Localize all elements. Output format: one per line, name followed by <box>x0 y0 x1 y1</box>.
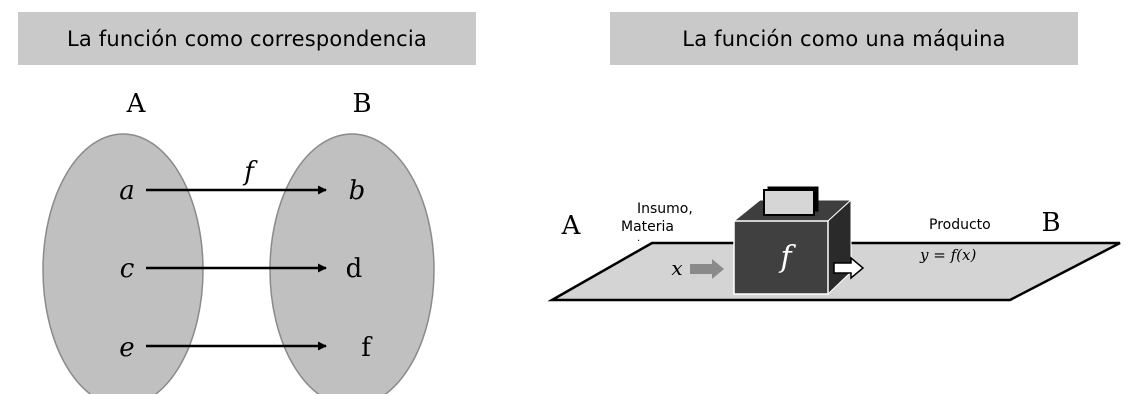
input-arrow <box>690 259 724 279</box>
machine-front-face <box>733 220 829 295</box>
machine-diagram: A B Insumo, Materia · Producto x y = f(x… <box>547 186 1121 302</box>
domain-element: a <box>119 176 135 206</box>
region-b-label: B <box>1041 208 1060 238</box>
input-variable: x <box>671 256 682 280</box>
input-caption: · <box>637 236 640 247</box>
correspondence-diagram: A B f a c e b d f <box>42 89 435 394</box>
input-caption: Insumo, <box>637 201 693 217</box>
region-a-label: A <box>561 211 582 241</box>
input-caption: Materia <box>621 219 674 235</box>
function-label: f <box>242 157 258 187</box>
machine-title: La función como una máquina <box>682 26 1006 51</box>
codomain-element: d <box>346 254 363 284</box>
set-b-label: B <box>352 89 371 119</box>
output-formula: y = f(x) <box>919 246 976 264</box>
machine-box: f <box>732 186 853 296</box>
set-a-ellipse <box>42 133 204 394</box>
set-a-label: A <box>126 89 147 119</box>
correspondence-title: La función como correspondencia <box>66 26 428 51</box>
output-arrow <box>833 256 865 280</box>
codomain-element: b <box>349 176 366 206</box>
set-b-ellipse <box>269 133 435 394</box>
domain-element: e <box>119 333 134 363</box>
correspondence-title-banner: La función como correspondencia <box>18 12 476 65</box>
machine-title-banner: La función como una máquina <box>610 12 1078 65</box>
domain-element: c <box>120 254 135 284</box>
output-caption: Producto <box>929 217 991 233</box>
codomain-element: f <box>361 333 373 363</box>
machine-lid <box>763 189 815 216</box>
